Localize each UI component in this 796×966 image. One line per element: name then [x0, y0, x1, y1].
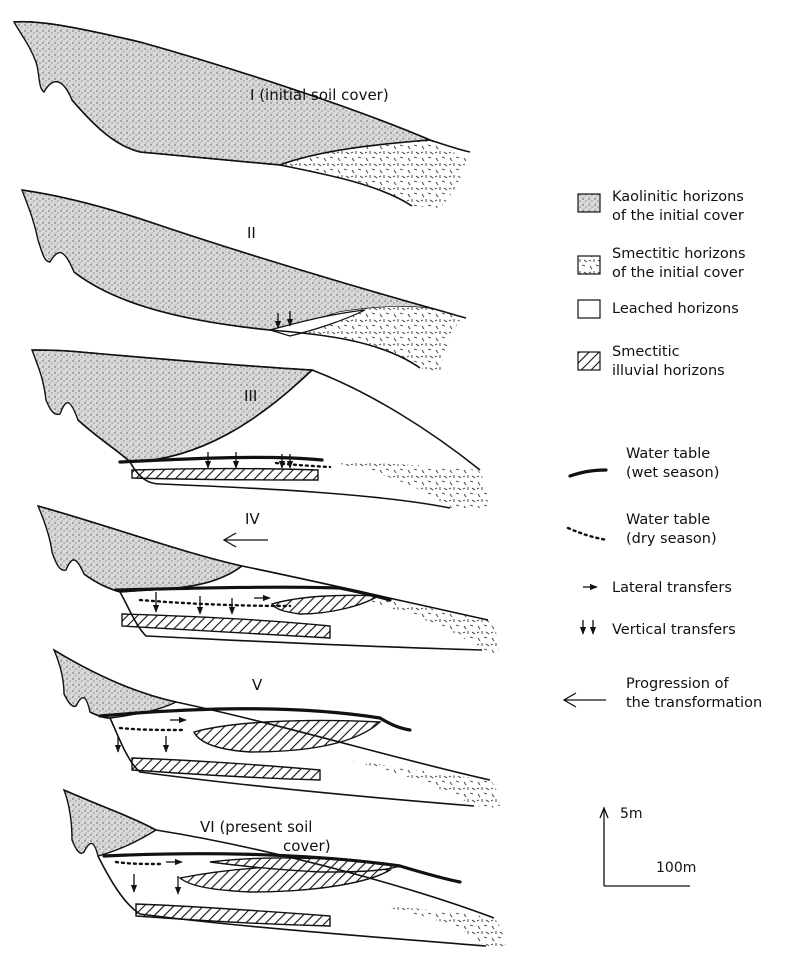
stage-6-label-line2: cover)	[283, 837, 331, 855]
legend-wet-line1: Water table	[626, 446, 710, 462]
legend-progression-line1: Progression of	[626, 676, 729, 692]
legend-item-kaolinitic: Kaolinitic horizons of the initial cover	[578, 189, 744, 224]
legend-progression-line2: the transformation	[626, 695, 762, 711]
legend-smectitic-line2: of the initial cover	[612, 265, 744, 281]
profile-stage-1: I (initial soil cover)	[14, 22, 470, 208]
profile-stage-4: IV	[38, 506, 499, 654]
legend-dry-line2: (dry season)	[626, 531, 717, 547]
legend-item-vertical-transfers: Vertical transfers	[583, 620, 736, 638]
stage-3-label: III	[244, 387, 257, 405]
kaolinitic-swatch	[578, 194, 600, 212]
legend-illuvial-line1: Smectitic	[612, 344, 680, 360]
legend-item-lateral-transfers: Lateral transfers	[583, 580, 732, 596]
scale-bar: 5m 100m	[600, 806, 696, 886]
profile-stage-3: III	[32, 350, 488, 508]
legend: Kaolinitic horizons of the initial cover…	[564, 189, 762, 711]
scale-horizontal-label: 100m	[656, 860, 696, 876]
stage-6-label-line1: VI (present soil	[200, 818, 312, 836]
legend-kaolinitic-line1: Kaolinitic horizons	[612, 189, 744, 205]
legend-leached-line1: Leached horizons	[612, 301, 739, 317]
legend-wet-line2: (wet season)	[626, 465, 719, 481]
legend-vertical-line1: Vertical transfers	[612, 622, 736, 638]
legend-item-smectitic: Smectitic horizons of the initial cover	[578, 246, 746, 281]
wet-water-table-swatch	[570, 470, 606, 476]
legend-kaolinitic-line2: of the initial cover	[612, 208, 744, 224]
smectitic-swatch	[578, 256, 600, 274]
scale-vertical-label: 5m	[620, 806, 643, 822]
stage-5-label: V	[252, 676, 263, 694]
legend-dry-line1: Water table	[626, 512, 710, 528]
legend-item-dry-water-table: Water table (dry season)	[568, 512, 717, 547]
legend-illuvial-line2: illuvial horizons	[612, 363, 725, 379]
legend-lateral-line1: Lateral transfers	[612, 580, 732, 596]
illuvial-swatch	[578, 352, 600, 370]
stage-4-label: IV	[245, 510, 260, 528]
legend-smectitic-line1: Smectitic horizons	[612, 246, 746, 262]
profile-stage-5: V	[54, 650, 500, 808]
legend-item-illuvial: Smectitic illuvial horizons	[578, 344, 725, 379]
legend-item-wet-water-table: Water table (wet season)	[570, 446, 719, 481]
dry-water-table-swatch	[568, 528, 608, 540]
profile-stage-6: VI (present soil cover)	[64, 790, 506, 948]
stage-1-label: I (initial soil cover)	[250, 86, 389, 104]
leached-swatch	[578, 300, 600, 318]
stage-2-label: II	[247, 224, 256, 242]
profile-stage-2: II	[22, 190, 466, 372]
legend-item-leached: Leached horizons	[578, 300, 739, 318]
legend-item-progression: Progression of the transformation	[564, 676, 762, 711]
